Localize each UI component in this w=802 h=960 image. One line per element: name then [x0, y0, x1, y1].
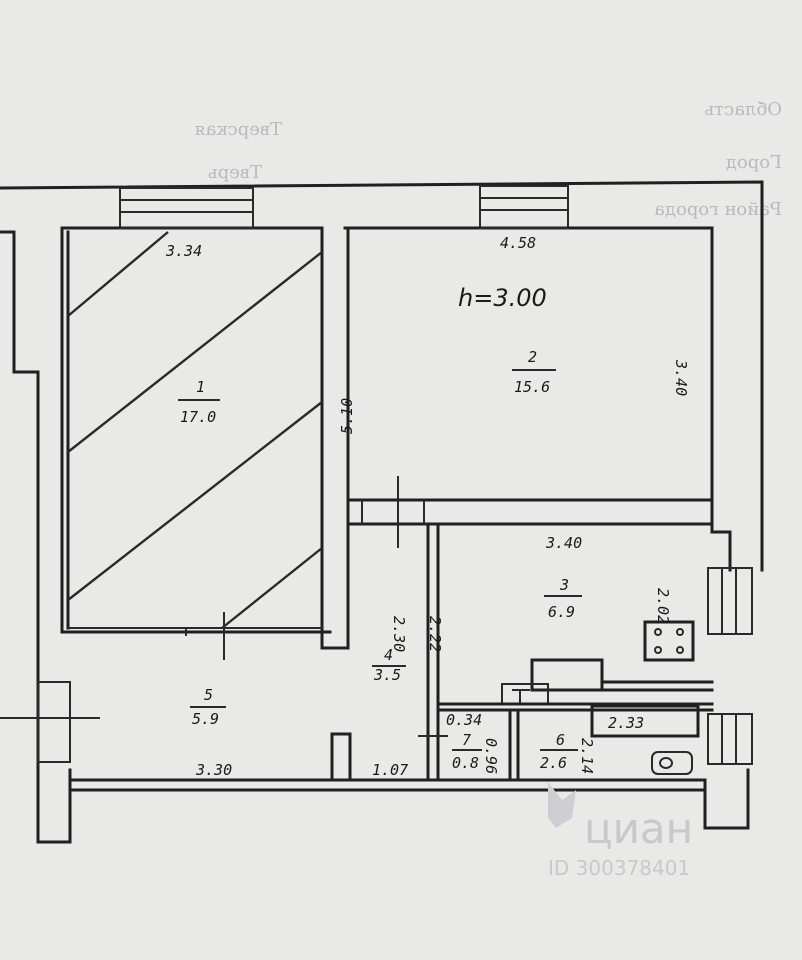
window-right-kitchen [707, 567, 753, 635]
cian-watermark: циан ID 300378401 [548, 782, 693, 880]
svg-text:5: 5 [204, 686, 213, 704]
ceiling-height: h=3.00 [458, 284, 547, 312]
svg-text:1: 1 [196, 378, 205, 396]
dimension-labels: 3.34 5.10 4.58 3.40 3.40 2.02 2.22 2.30 … [165, 234, 690, 779]
hatch-line [67, 231, 169, 317]
svg-text:2: 2 [528, 348, 537, 366]
hatch-line [221, 547, 323, 629]
room-4-5 [330, 732, 352, 782]
room-label-7: 7 0.8 [452, 731, 482, 772]
dim-room3-side: 2.22 [426, 616, 444, 652]
cian-id: ID 300378401 [548, 856, 690, 880]
room-label-4: 4 3.5 [372, 646, 406, 684]
room-3 [418, 522, 714, 782]
svg-text:5.9: 5.9 [192, 710, 219, 728]
dim-wc-width: 0.34 [446, 711, 482, 729]
svg-text:3: 3 [559, 576, 569, 594]
dim-room3-width: 3.40 [545, 534, 582, 552]
window-right-bath [707, 713, 753, 765]
room-label-1: 1 17.0 [178, 378, 220, 426]
dim-room1-length: 5.10 [338, 398, 356, 434]
stove [643, 620, 695, 662]
room-label-3: 3 6.9 [544, 576, 582, 621]
room-1 [60, 226, 350, 660]
dim-bath-side: 2.14 [578, 738, 596, 774]
room-2 [346, 476, 714, 548]
svg-text:17.0: 17.0 [180, 408, 216, 426]
dim-hall-length: 3.30 [195, 761, 232, 779]
dim-room1-width: 3.34 [165, 242, 202, 260]
svg-text:15.6: 15.6 [514, 378, 550, 396]
faded-text-city-label: Город [726, 152, 782, 173]
wet-rooms [436, 702, 714, 782]
svg-text:2.6: 2.6 [540, 754, 567, 772]
faded-text-district: Район города [654, 199, 782, 220]
faded-text-region: Тверская [194, 119, 282, 140]
faded-text-oblast: Область [704, 99, 782, 120]
dim-room2-depth: 3.40 [672, 359, 690, 396]
bathtub [590, 704, 700, 738]
cian-logo-icon [548, 782, 576, 828]
dim-room3-depth: 2.02 [654, 588, 672, 624]
hatch-line [67, 251, 323, 453]
kitchen-counter [530, 658, 604, 692]
window-left-hall [0, 681, 100, 763]
dim-wc-side: 0.96 [482, 738, 500, 774]
svg-text:4: 4 [384, 646, 393, 664]
dim-room2-width: 4.58 [500, 234, 536, 252]
window-top-left [119, 187, 254, 229]
dim-room4-side: 2.30 [390, 616, 408, 652]
dim-bath-length: 2.33 [608, 714, 644, 732]
cian-brand: циан [584, 804, 693, 853]
hatch-line [67, 401, 323, 601]
window-top-right [479, 185, 569, 229]
outer-walls [0, 180, 764, 844]
room-label-5: 5 5.9 [190, 686, 226, 728]
svg-text:6: 6 [556, 731, 565, 749]
svg-text:6.9: 6.9 [548, 603, 575, 621]
dim-hall-right: 1.07 [372, 761, 408, 779]
bleed-through-text: Область Тверская Город Тверь Район город… [194, 99, 782, 220]
room-labels: 1 17.0 2 15.6 3 6.9 4 3.5 5 5.9 6 2.6 [178, 348, 582, 772]
svg-text:3.5: 3.5 [373, 666, 401, 684]
svg-text:7: 7 [462, 731, 471, 749]
room-label-6: 6 2.6 [540, 731, 578, 772]
room-label-2: 2 15.6 [512, 348, 556, 396]
faded-text-city: Тверь [208, 162, 262, 183]
svg-text:0.8: 0.8 [452, 754, 479, 772]
toilet [651, 751, 693, 775]
